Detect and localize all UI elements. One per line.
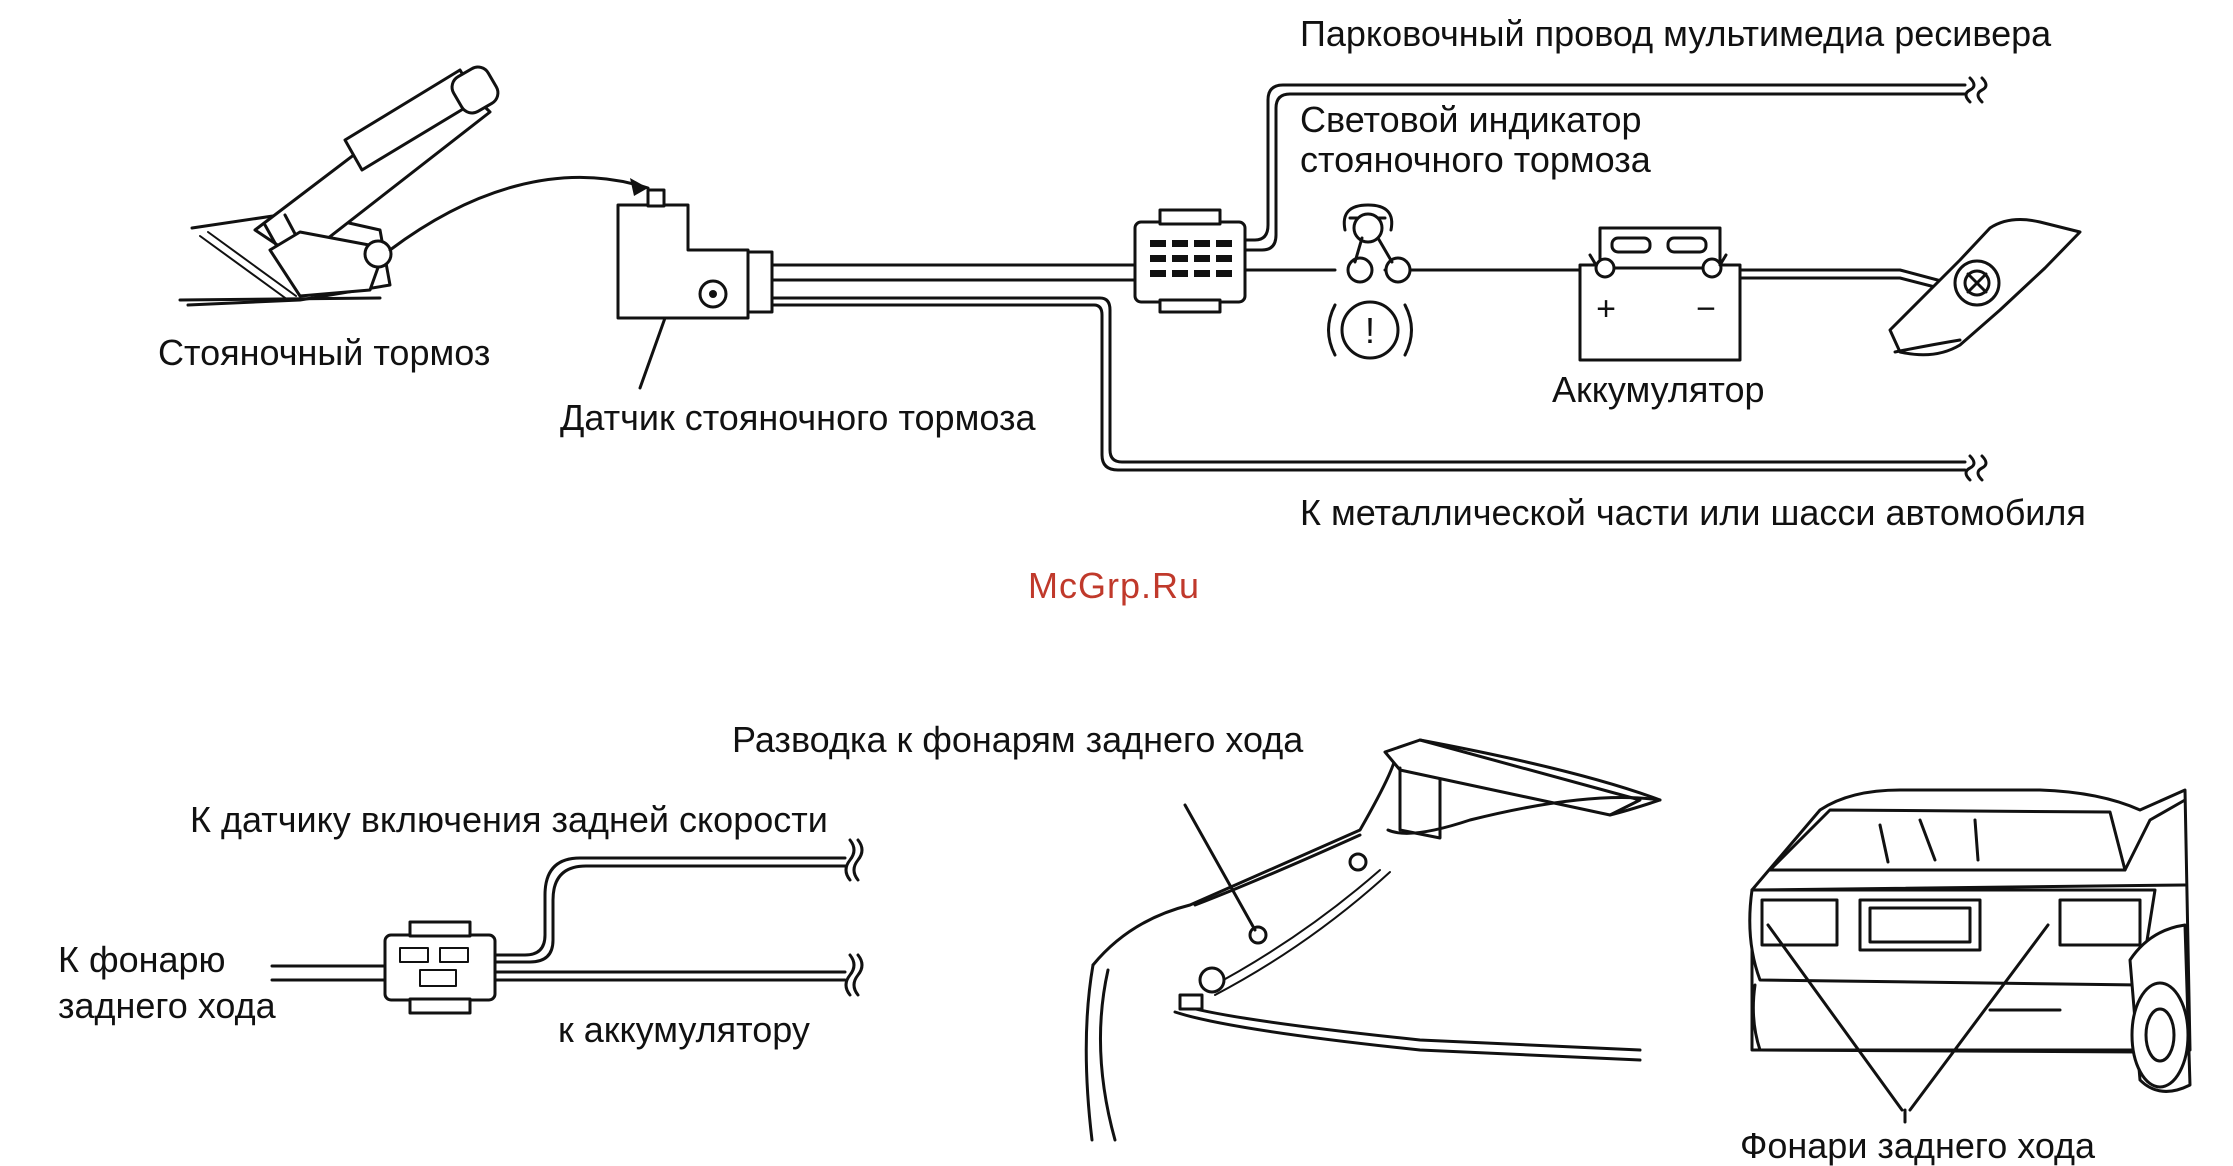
receiver-parking-wire xyxy=(1243,76,1988,252)
label-indicator-line2: стояночного тормоза xyxy=(1300,139,1652,180)
chassis-ground-illustration xyxy=(1888,218,2082,357)
label-reverse-light-line2: заднего хода xyxy=(58,985,277,1026)
label-brake-sensor: Датчик стояночного тормоза xyxy=(560,397,1036,438)
car-rear-illustration xyxy=(1748,788,2192,1124)
label-reverse-light-line1: К фонарю xyxy=(58,939,226,980)
label-parking-wire: Парковочный провод мультимедиа ресивера xyxy=(1300,13,2052,54)
label-to-battery: к аккумулятору xyxy=(558,1009,810,1050)
reverse-wiring-illustration xyxy=(270,838,864,1015)
parking-brake-illustration xyxy=(178,65,650,307)
label-reverse-lights: Фонари заднего хода xyxy=(1740,1125,2096,1166)
label-battery: Аккумулятор xyxy=(1552,369,1765,410)
battery-illustration: + − xyxy=(1578,226,1742,362)
wire-connector xyxy=(1133,208,1247,314)
ground-wire-end xyxy=(1964,454,1988,482)
label-ground: К металлической части или шасси автомоби… xyxy=(1300,492,2086,533)
trunk-lid-illustration xyxy=(1084,738,1662,1142)
label-indicator-line1: Световой индикатор xyxy=(1300,99,1642,140)
label-reverse-sensor: К датчику включения задней скорости xyxy=(190,799,828,840)
watermark: McGrp.Ru xyxy=(1028,565,1200,606)
label-parking-brake: Стояночный тормоз xyxy=(158,332,490,373)
sensor-wires xyxy=(770,263,1967,472)
battery-minus-symbol: − xyxy=(1696,290,1716,328)
indicator-exclamation-symbol: ! xyxy=(1365,310,1375,351)
battery-plus-symbol: + xyxy=(1596,290,1616,328)
parking-brake-sensor xyxy=(616,188,774,390)
parking-brake-indicator: ! xyxy=(1327,203,1413,360)
label-reverse-wiring: Разводка к фонарям заднего хода xyxy=(732,719,1304,760)
